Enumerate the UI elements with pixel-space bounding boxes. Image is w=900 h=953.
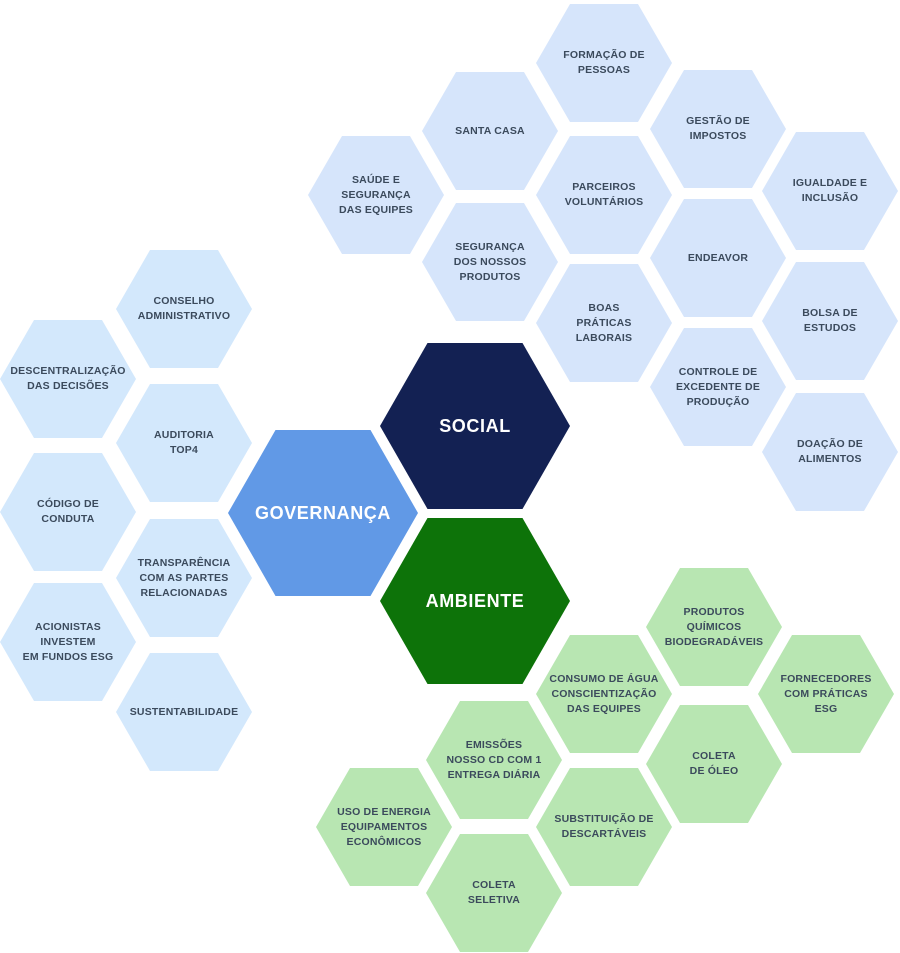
- environment-item-label: EMISSÕES NOSSO CD COM 1 ENTREGA DIÁRIA: [446, 738, 542, 781]
- social-item-label: BOAS PRÁTICAS LABORAIS: [575, 301, 633, 344]
- environment-main-label: AMBIENTE: [425, 590, 525, 611]
- social-item-parceiros: PARCEIROS VOLUNTÁRIOS: [536, 136, 672, 254]
- social-item-label: SEGURANÇA DOS NOSSOS PRODUTOS: [453, 240, 527, 283]
- governance-item-descentralizacao: DESCENTRALIZAÇÃO DAS DECISÕES: [0, 320, 136, 438]
- social-item-label: ENDEAVOR: [687, 251, 749, 264]
- environment-item-coleta-seletiva: COLETA SELETIVA: [426, 834, 562, 952]
- social-item-label: BOLSA DE ESTUDOS: [802, 307, 858, 334]
- social-item-formacao: FORMAÇÃO DE PESSOAS: [536, 4, 672, 122]
- governance-item-transparencia: TRANSPARÊNCIA COM AS PARTES RELACIONADAS: [116, 519, 252, 637]
- environment-main-hex: AMBIENTE: [380, 518, 570, 684]
- social-item-label: DOAÇÃO DE ALIMENTOS: [797, 438, 863, 465]
- governance-item-label: DESCENTRALIZAÇÃO DAS DECISÕES: [10, 365, 126, 392]
- social-item-label: SAÚDE E SEGURANÇA DAS EQUIPES: [339, 173, 413, 216]
- governance-main-hex: GOVERNANÇA: [228, 430, 418, 596]
- social-item-label: PARCEIROS VOLUNTÁRIOS: [564, 181, 644, 208]
- social-item-bolsa-estudos: BOLSA DE ESTUDOS: [762, 262, 898, 380]
- social-item-boas-praticas: BOAS PRÁTICAS LABORAIS: [536, 264, 672, 382]
- governance-main-label: GOVERNANÇA: [254, 502, 391, 523]
- environment-item-label: PRODUTOS QUÍMICOS BIODEGRADÁVEIS: [664, 605, 764, 648]
- social-main-hex: SOCIAL: [380, 343, 570, 509]
- social-item-gestao-impostos: GESTÃO DE IMPOSTOS: [650, 70, 786, 188]
- environment-item-label: USO DE ENERGIA EQUIPAMENTOS ECONÔMICOS: [337, 805, 431, 848]
- governance-item-label: ACIONISTAS INVESTEM EM FUNDOS ESG: [22, 620, 114, 663]
- social-item-seguranca-produtos: SEGURANÇA DOS NOSSOS PRODUTOS: [422, 203, 558, 321]
- social-item-label: SANTA CASA: [455, 124, 525, 137]
- environment-item-label: COLETA SELETIVA: [467, 879, 521, 906]
- social-item-saude-seguranca: SAÚDE E SEGURANÇA DAS EQUIPES: [308, 136, 444, 254]
- governance-item-conselho: CONSELHO ADMINISTRATIVO: [116, 250, 252, 368]
- environment-item-produtos-quimicos: PRODUTOS QUÍMICOS BIODEGRADÁVEIS: [646, 568, 782, 686]
- environment-item-label: COLETA DE ÓLEO: [689, 750, 739, 777]
- environment-item-label: SUBSTITUIÇÃO DE DESCARTÁVEIS: [554, 813, 654, 840]
- social-item-label: IGUALDADE E INCLUSÃO: [792, 177, 868, 204]
- governance-item-label: SUSTENTABILIDADE: [129, 705, 239, 718]
- environment-item-substituicao: SUBSTITUIÇÃO DE DESCARTÁVEIS: [536, 768, 672, 886]
- social-item-endeavor: ENDEAVOR: [650, 199, 786, 317]
- social-item-controle-excedente: CONTROLE DE EXCEDENTE DE PRODUÇÃO: [650, 328, 786, 446]
- governance-item-auditoria: AUDITORIA TOP4: [116, 384, 252, 502]
- environment-item-coleta-oleo: COLETA DE ÓLEO: [646, 705, 782, 823]
- governance-item-codigo-conduta: CÓDIGO DE CONDUTA: [0, 453, 136, 571]
- social-item-doacao-alimentos: DOAÇÃO DE ALIMENTOS: [762, 393, 898, 511]
- environment-item-label: FORNECEDORES COM PRÁTICAS ESG: [780, 672, 872, 715]
- environment-item-fornecedores: FORNECEDORES COM PRÁTICAS ESG: [758, 635, 894, 753]
- environment-item-label: CONSUMO DE ÁGUA CONSCIENTIZAÇÃO DAS EQUI…: [549, 672, 659, 715]
- social-item-label: FORMAÇÃO DE PESSOAS: [563, 49, 645, 76]
- social-item-label: GESTÃO DE IMPOSTOS: [686, 115, 750, 142]
- governance-item-label: TRANSPARÊNCIA COM AS PARTES RELACIONADAS: [137, 556, 231, 599]
- social-main-label: SOCIAL: [439, 415, 511, 436]
- environment-item-emissoes: EMISSÕES NOSSO CD COM 1 ENTREGA DIÁRIA: [426, 701, 562, 819]
- governance-item-label: CONSELHO ADMINISTRATIVO: [137, 295, 231, 322]
- environment-item-consumo-agua: CONSUMO DE ÁGUA CONSCIENTIZAÇÃO DAS EQUI…: [536, 635, 672, 753]
- environment-item-uso-energia: USO DE ENERGIA EQUIPAMENTOS ECONÔMICOS: [316, 768, 452, 886]
- governance-item-label: CÓDIGO DE CONDUTA: [37, 498, 99, 525]
- governance-item-acionistas: ACIONISTAS INVESTEM EM FUNDOS ESG: [0, 583, 136, 701]
- governance-item-label: AUDITORIA TOP4: [154, 429, 214, 456]
- social-item-label: CONTROLE DE EXCEDENTE DE PRODUÇÃO: [675, 365, 761, 408]
- social-item-igualdade: IGUALDADE E INCLUSÃO: [762, 132, 898, 250]
- social-item-santa-casa: SANTA CASA: [422, 72, 558, 190]
- governance-item-sustentabilidade: SUSTENTABILIDADE: [116, 653, 252, 771]
